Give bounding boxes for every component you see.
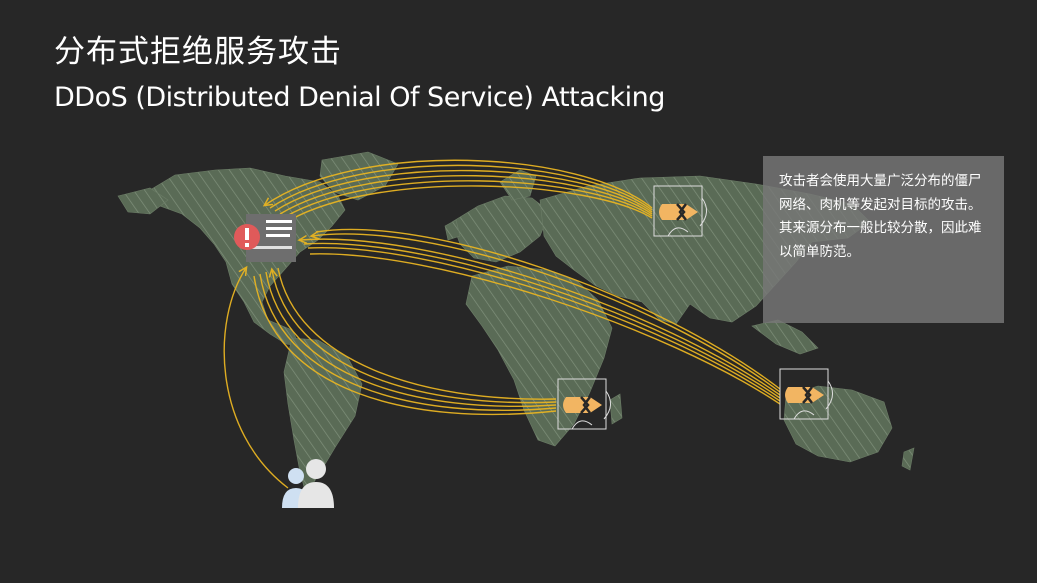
page-subtitle: DDoS (Distributed Denial Of Service) Att… [54, 82, 665, 113]
info-paragraph-2: 其来源分布一般比较分散，因此难以简单防范。 [779, 220, 982, 260]
info-box: 攻击者会使用大量广泛分布的僵尸网络、肉机等发起对目标的攻击。 其来源分布一般比较… [763, 156, 1004, 323]
attack-streams [223, 159, 781, 489]
attack-stream-africa [253, 268, 557, 416]
alert-icon [234, 224, 260, 250]
page-title: 分布式拒绝服务攻击 [54, 34, 342, 70]
map-southeast-asia [751, 319, 819, 355]
map-madagascar [609, 393, 623, 425]
bot-icon-australia [779, 368, 833, 420]
attack-stream-australia [300, 228, 781, 405]
users-icon [282, 459, 334, 508]
map-alaska [117, 187, 169, 215]
attack-stream-asia [265, 159, 653, 221]
info-paragraph-1: 攻击者会使用大量广泛分布的僵尸网络、肉机等发起对目标的攻击。 [779, 173, 982, 213]
map-australia [783, 385, 893, 463]
map-africa [465, 265, 613, 447]
bot-icon-asia [653, 185, 707, 237]
attacker-command-line [223, 268, 289, 489]
map-uk [444, 219, 461, 241]
map-europe [451, 195, 551, 263]
map-new-zealand [901, 447, 915, 471]
bot-icon-africa [557, 378, 611, 430]
